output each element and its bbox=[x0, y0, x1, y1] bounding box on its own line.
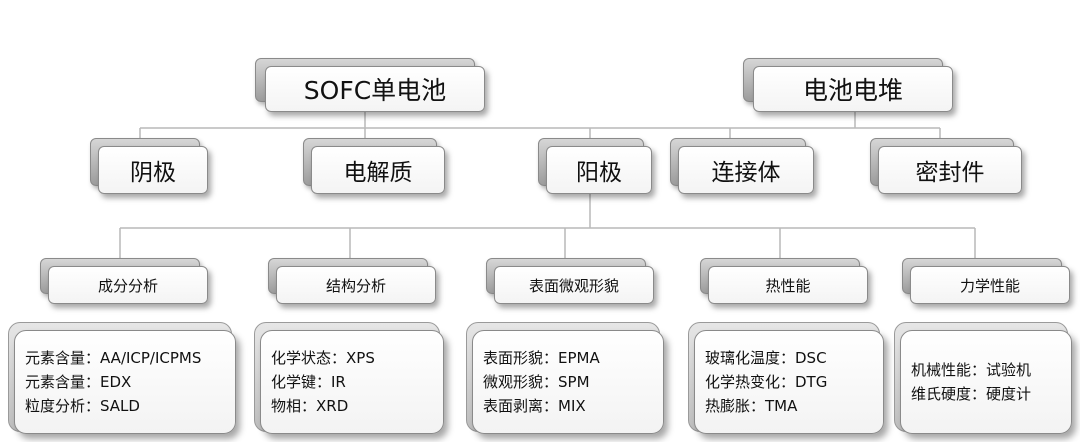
detail-line: 微观形貌：SPM bbox=[483, 373, 590, 391]
detail-line: 化学键：IR bbox=[271, 373, 346, 391]
mechanical-box: 力学性能 bbox=[910, 266, 1070, 304]
composition-label: 成分分析 bbox=[97, 276, 158, 295]
cathode-box: 阴极 bbox=[98, 146, 208, 194]
thermal-label: 热性能 bbox=[765, 276, 811, 295]
stack-box: 电池电堆 bbox=[753, 66, 953, 112]
sofc-cell-label: SOFC单电池 bbox=[303, 76, 447, 105]
detail-line: 玻璃化温度：DSC bbox=[705, 349, 827, 367]
thermal-details: 玻璃化温度：DSC 化学热变化：DTG 热膨胀：TMA bbox=[694, 330, 884, 434]
interconnect-label: 连接体 bbox=[711, 160, 781, 186]
detail-line: 物相：XRD bbox=[271, 397, 349, 415]
detail-line: 化学状态：XPS bbox=[271, 349, 375, 367]
seal-label: 密封件 bbox=[915, 160, 985, 186]
mechanical-label: 力学性能 bbox=[959, 276, 1020, 295]
anode-box: 阳极 bbox=[546, 146, 652, 194]
sofc-cell-box: SOFC单电池 bbox=[265, 66, 485, 112]
detail-line: 化学热变化：DTG bbox=[705, 373, 828, 391]
detail-line: 维氏硬度：硬度计 bbox=[911, 385, 1032, 403]
structure-label: 结构分析 bbox=[325, 276, 386, 295]
detail-line: 粒度分析：SALD bbox=[25, 397, 140, 415]
electrolyte-label: 电解质 bbox=[343, 160, 413, 186]
structure-box: 结构分析 bbox=[276, 266, 436, 304]
surface-label: 表面微观形貌 bbox=[528, 276, 619, 295]
thermal-box: 热性能 bbox=[708, 266, 868, 304]
detail-line: 表面形貌：EPMA bbox=[483, 349, 600, 367]
detail-line: 元素含量：AA/ICP/ICPMS bbox=[25, 349, 202, 367]
surface-box: 表面微观形貌 bbox=[494, 266, 654, 304]
cathode-label: 阴极 bbox=[130, 160, 176, 186]
composition-box: 成分分析 bbox=[48, 266, 208, 304]
anode-label: 阳极 bbox=[576, 160, 622, 186]
detail-line: 表面剥离：MIX bbox=[483, 397, 586, 415]
seal-box: 密封件 bbox=[878, 146, 1022, 194]
detail-line: 热膨胀：TMA bbox=[705, 397, 798, 415]
composition-details: 元素含量：AA/ICP/ICPMS 元素含量：EDX 粒度分析：SALD bbox=[14, 330, 236, 434]
surface-details: 表面形貌：EPMA 微观形貌：SPM 表面剥离：MIX bbox=[472, 330, 664, 434]
structure-details: 化学状态：XPS 化学键：IR 物相：XRD bbox=[260, 330, 444, 434]
detail-line: 元素含量：EDX bbox=[25, 373, 132, 391]
detail-line: 机械性能：试验机 bbox=[911, 361, 1032, 379]
interconnect-box: 连接体 bbox=[678, 146, 814, 194]
stack-label: 电池电堆 bbox=[802, 76, 903, 105]
mechanical-details: 机械性能：试验机 维氏硬度：硬度计 bbox=[900, 330, 1072, 434]
electrolyte-box: 电解质 bbox=[311, 146, 445, 194]
